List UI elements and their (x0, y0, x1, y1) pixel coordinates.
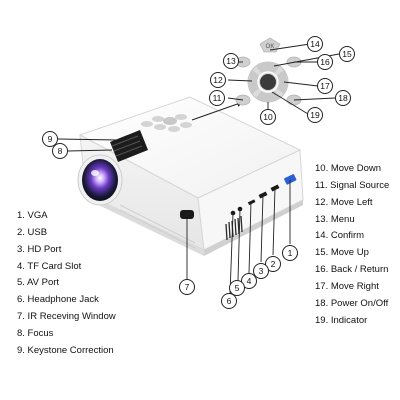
legend-item: 17. Move Right (315, 280, 379, 292)
callout-number: 8 (58, 146, 63, 156)
legend-item: 5. AV Port (17, 277, 60, 289)
callout-number: 13 (226, 56, 236, 66)
ir-window (180, 210, 194, 219)
callout-4: 4 (241, 273, 257, 289)
callout-number: 17 (320, 81, 330, 91)
left-segment (249, 70, 260, 94)
callout-1: 1 (282, 245, 298, 261)
callout-8: 8 (52, 143, 68, 159)
callout-number: 6 (227, 296, 232, 306)
confirm-button (259, 37, 281, 53)
legend-item: 13. Menu (315, 213, 355, 225)
callout-6: 6 (221, 293, 237, 309)
legend-item: 7. IR Receving Window (17, 311, 116, 323)
callout-number: 10 (263, 112, 273, 122)
legend-item: 10. Move Down (315, 163, 382, 174)
focus-keystone-wheels (110, 130, 148, 162)
callout-12: 12 (210, 72, 226, 88)
zoom-arrow (191, 101, 244, 121)
vga-port (284, 174, 297, 185)
callout-number: 3 (259, 266, 264, 276)
callout-14: 14 (307, 36, 323, 52)
callout-9: 9 (42, 131, 58, 147)
callout-19: 19 (307, 107, 323, 123)
callout-number: 1 (288, 248, 293, 258)
callout-13: 13 (223, 53, 239, 69)
callout-number: 15 (342, 49, 352, 59)
callout-5: 5 (229, 280, 245, 296)
callout-2: 2 (265, 256, 281, 272)
legend-item: 19. Indicator (315, 314, 368, 326)
legend-item: 12. Move Left (315, 196, 373, 208)
callout-3: 3 (253, 263, 269, 279)
legend-item: 3. HD Port (17, 243, 62, 255)
top-control-pad (141, 114, 192, 132)
callout-7: 7 (179, 279, 195, 295)
up-segment (256, 62, 280, 74)
legend-item: 16. Back / Return (315, 264, 389, 276)
legend-item: 2. USB (17, 226, 48, 238)
callout-number: 9 (48, 134, 53, 144)
callout-number: 7 (185, 282, 190, 292)
callout-number: 18 (338, 93, 348, 103)
callout-number: 19 (310, 110, 320, 120)
callout-16: 16 (317, 54, 333, 70)
callout-15: 15 (339, 46, 355, 62)
tf-card-slot (247, 199, 256, 206)
right-segment (276, 70, 287, 94)
callout-number: 14 (310, 39, 320, 49)
legend-right: 10. Move Down 11. Signal Source 12. Move… (315, 161, 389, 329)
legend-item: 1. VGA (17, 210, 48, 221)
callout-11: 11 (209, 90, 225, 106)
indicator-light (260, 74, 276, 90)
legend-item: 18. Power On/Off (315, 297, 389, 309)
callout-18: 18 (335, 90, 351, 106)
callout-10: 10 (260, 109, 276, 125)
legend-item: 9. Keystone Correction (17, 344, 114, 356)
callout-number: 2 (271, 259, 276, 269)
legend-item: 6. Headphone Jack (17, 294, 99, 306)
callout-number: 5 (235, 283, 240, 293)
legend-left: 1. VGA 2. USB 3. HD Port 4. TF Card Slot… (17, 208, 116, 360)
legend-item: 15. Move Up (315, 247, 369, 259)
callout-number: 12 (213, 75, 223, 85)
callout-number: 16 (320, 57, 330, 67)
legend-item: 14. Confirm (315, 230, 365, 242)
callout-number: 11 (213, 93, 222, 103)
legend-item: 4. TF Card Slot (17, 260, 82, 272)
zoomed-control-panel: OK (235, 37, 302, 106)
callout-number: 4 (247, 276, 252, 286)
lens (77, 154, 123, 206)
legend-item: 8. Focus (17, 327, 54, 339)
confirm-glyph: OK (266, 44, 275, 50)
legend-item: 11. Signal Source (315, 179, 390, 191)
callout-17: 17 (317, 78, 333, 94)
